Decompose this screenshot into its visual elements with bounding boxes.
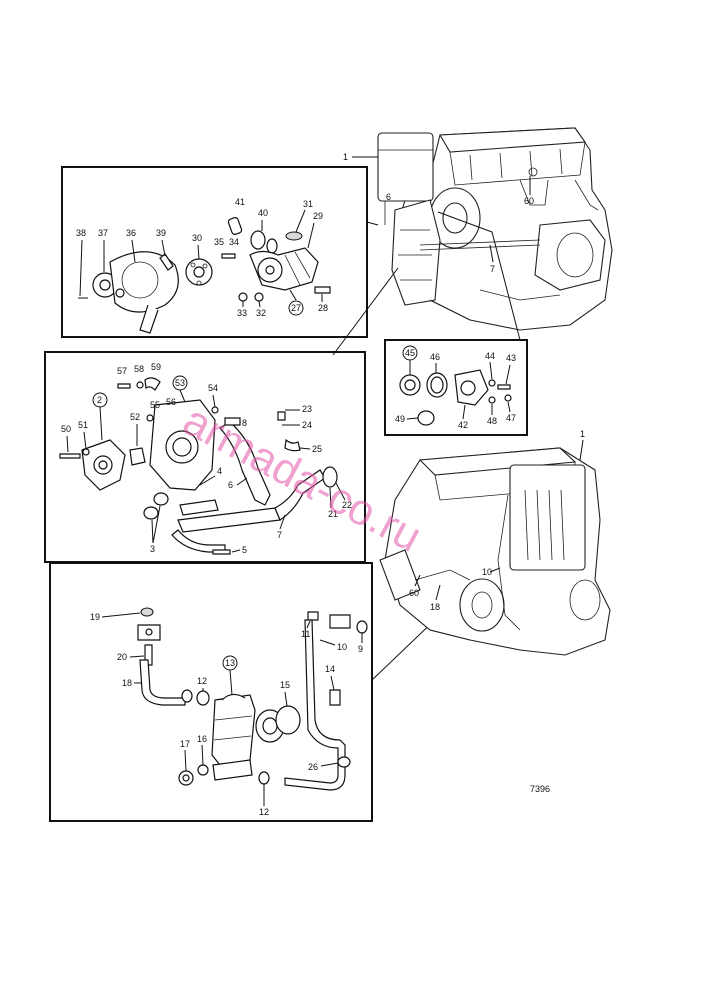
callout-label: 25	[312, 444, 322, 454]
callout-label: 31	[303, 199, 313, 209]
callout-label: 29	[313, 211, 323, 221]
callout-label: 28	[318, 303, 328, 313]
callout-label: 51	[78, 420, 88, 430]
callout-label: 8	[242, 418, 247, 428]
callout-label: 41	[235, 197, 245, 207]
callout-label: 11	[301, 629, 310, 639]
callout-label: 10	[482, 567, 492, 577]
callout-label: 13	[225, 658, 235, 668]
callout-label: 4	[217, 466, 222, 476]
callout-label: 1	[343, 152, 348, 162]
callout-label: 20	[117, 652, 127, 662]
callout-label: 50	[61, 424, 71, 434]
callout-label: 12	[197, 676, 207, 686]
callout-label: 39	[156, 228, 166, 238]
thermostat-callouts: 45 46 44 43 49 42 48 47	[395, 345, 516, 430]
callout-label: 2	[97, 395, 102, 405]
callout-label: 46	[430, 352, 440, 362]
bottom-engine-illustration	[379, 447, 611, 656]
callout-label: 3	[150, 544, 155, 554]
callout-label: 22	[342, 500, 352, 510]
figure-number: 7396	[530, 784, 550, 794]
callout-label: 47	[506, 413, 516, 423]
callout-label: 60	[524, 196, 534, 206]
box-water-pump	[61, 166, 368, 338]
callout-label: 6	[386, 192, 391, 202]
callout-label: 7	[277, 530, 282, 540]
top-engine-callouts: 1 6 60 7	[343, 152, 534, 274]
cooling-pipes-callouts: 57 58 59 53 54 2 55 56 52 50 51 23 8 24 …	[61, 362, 352, 555]
water-pump-parts	[78, 217, 331, 334]
thermostat-parts	[399, 369, 512, 426]
callout-label: 18	[122, 678, 132, 688]
callout-label: 19	[90, 612, 100, 622]
callout-label: 15	[280, 680, 290, 690]
callout-label: 30	[192, 233, 202, 243]
callout-label: 27	[291, 303, 301, 313]
callout-label: 5	[242, 545, 247, 555]
callout-label: 58	[134, 364, 144, 374]
callout-label: 17	[180, 739, 190, 749]
box-thermostat	[384, 339, 528, 436]
callout-label: 59	[151, 362, 161, 372]
leader-line	[332, 267, 399, 356]
callout-label: 57	[117, 366, 127, 376]
oil-cooler-callouts: 19 20 18 13 12 15 14 11 10 9 17 16 26 12	[90, 612, 363, 817]
callout-label: 40	[258, 208, 268, 218]
callout-label: 9	[358, 644, 363, 654]
callout-label: 10	[337, 642, 347, 652]
callout-label: 43	[506, 353, 516, 363]
callout-label: 23	[302, 404, 312, 414]
callout-label: 42	[458, 420, 468, 430]
callout-label: 16	[197, 734, 207, 744]
bottom-engine-callouts: 1 10 60 18	[409, 429, 585, 612]
callout-label: 26	[308, 762, 318, 772]
callout-label: 1	[580, 429, 585, 439]
box-oil-cooler	[49, 562, 373, 822]
callout-label: 34	[229, 237, 239, 247]
callout-label: 54	[208, 383, 218, 393]
callout-label: 45	[405, 348, 415, 358]
callout-label: 32	[256, 308, 266, 318]
oil-cooler-parts	[137, 607, 368, 791]
water-pump-callouts: 38 37 36 39 30 41 40 35 34 31 29 33 32 2…	[76, 197, 328, 318]
callout-label: 56	[166, 397, 176, 407]
callout-label: 37	[98, 228, 108, 238]
callout-label: 48	[487, 416, 497, 426]
callout-label: 6	[228, 480, 233, 490]
callout-label: 33	[237, 308, 247, 318]
callout-label: 52	[130, 412, 140, 422]
callout-label: 35	[214, 237, 224, 247]
callout-label: 18	[430, 602, 440, 612]
callout-label: 53	[175, 378, 185, 388]
leader-line	[437, 211, 521, 341]
leader-line	[366, 221, 379, 226]
callout-label: 38	[76, 228, 86, 238]
callout-label: 21	[328, 509, 338, 519]
callout-label: 44	[485, 351, 495, 361]
callout-label: 14	[325, 664, 335, 674]
callout-label: 12	[259, 807, 269, 817]
callout-label: 36	[126, 228, 136, 238]
callout-label: 24	[302, 420, 312, 430]
callout-label: 55	[150, 400, 160, 410]
top-engine-illustration	[377, 127, 613, 331]
callout-label: 49	[395, 414, 405, 424]
callout-label: 7	[490, 264, 495, 274]
cooling-pipes-parts	[59, 377, 338, 555]
callout-label: 60	[409, 588, 419, 598]
